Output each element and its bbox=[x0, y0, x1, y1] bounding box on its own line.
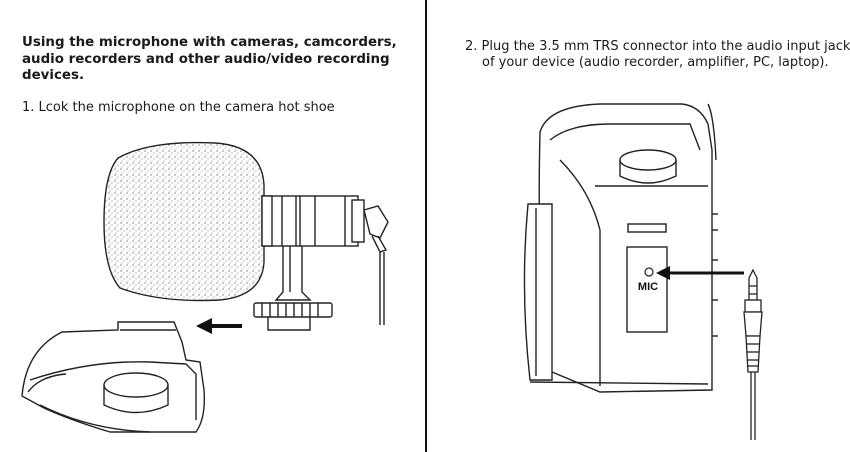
camera-illustration bbox=[21, 321, 206, 433]
microphone-illustration bbox=[103, 141, 389, 331]
arrow-left-icon-2 bbox=[656, 266, 744, 280]
section-heading: Using the microphone with cameras, camco… bbox=[22, 35, 397, 83]
mic-jack bbox=[644, 267, 654, 277]
mic-jack-label: MIC bbox=[638, 281, 658, 293]
step-1-text: 1. Lcok the microphone on the camera hot… bbox=[22, 100, 335, 115]
trs-plug-illustration bbox=[743, 268, 763, 440]
column-divider bbox=[425, 0, 427, 452]
step-2-text: 2. Plug the 3.5 mm TRS connector into th… bbox=[465, 39, 850, 70]
camera-side-illustration bbox=[523, 103, 718, 393]
arrow-left-icon bbox=[196, 318, 242, 334]
